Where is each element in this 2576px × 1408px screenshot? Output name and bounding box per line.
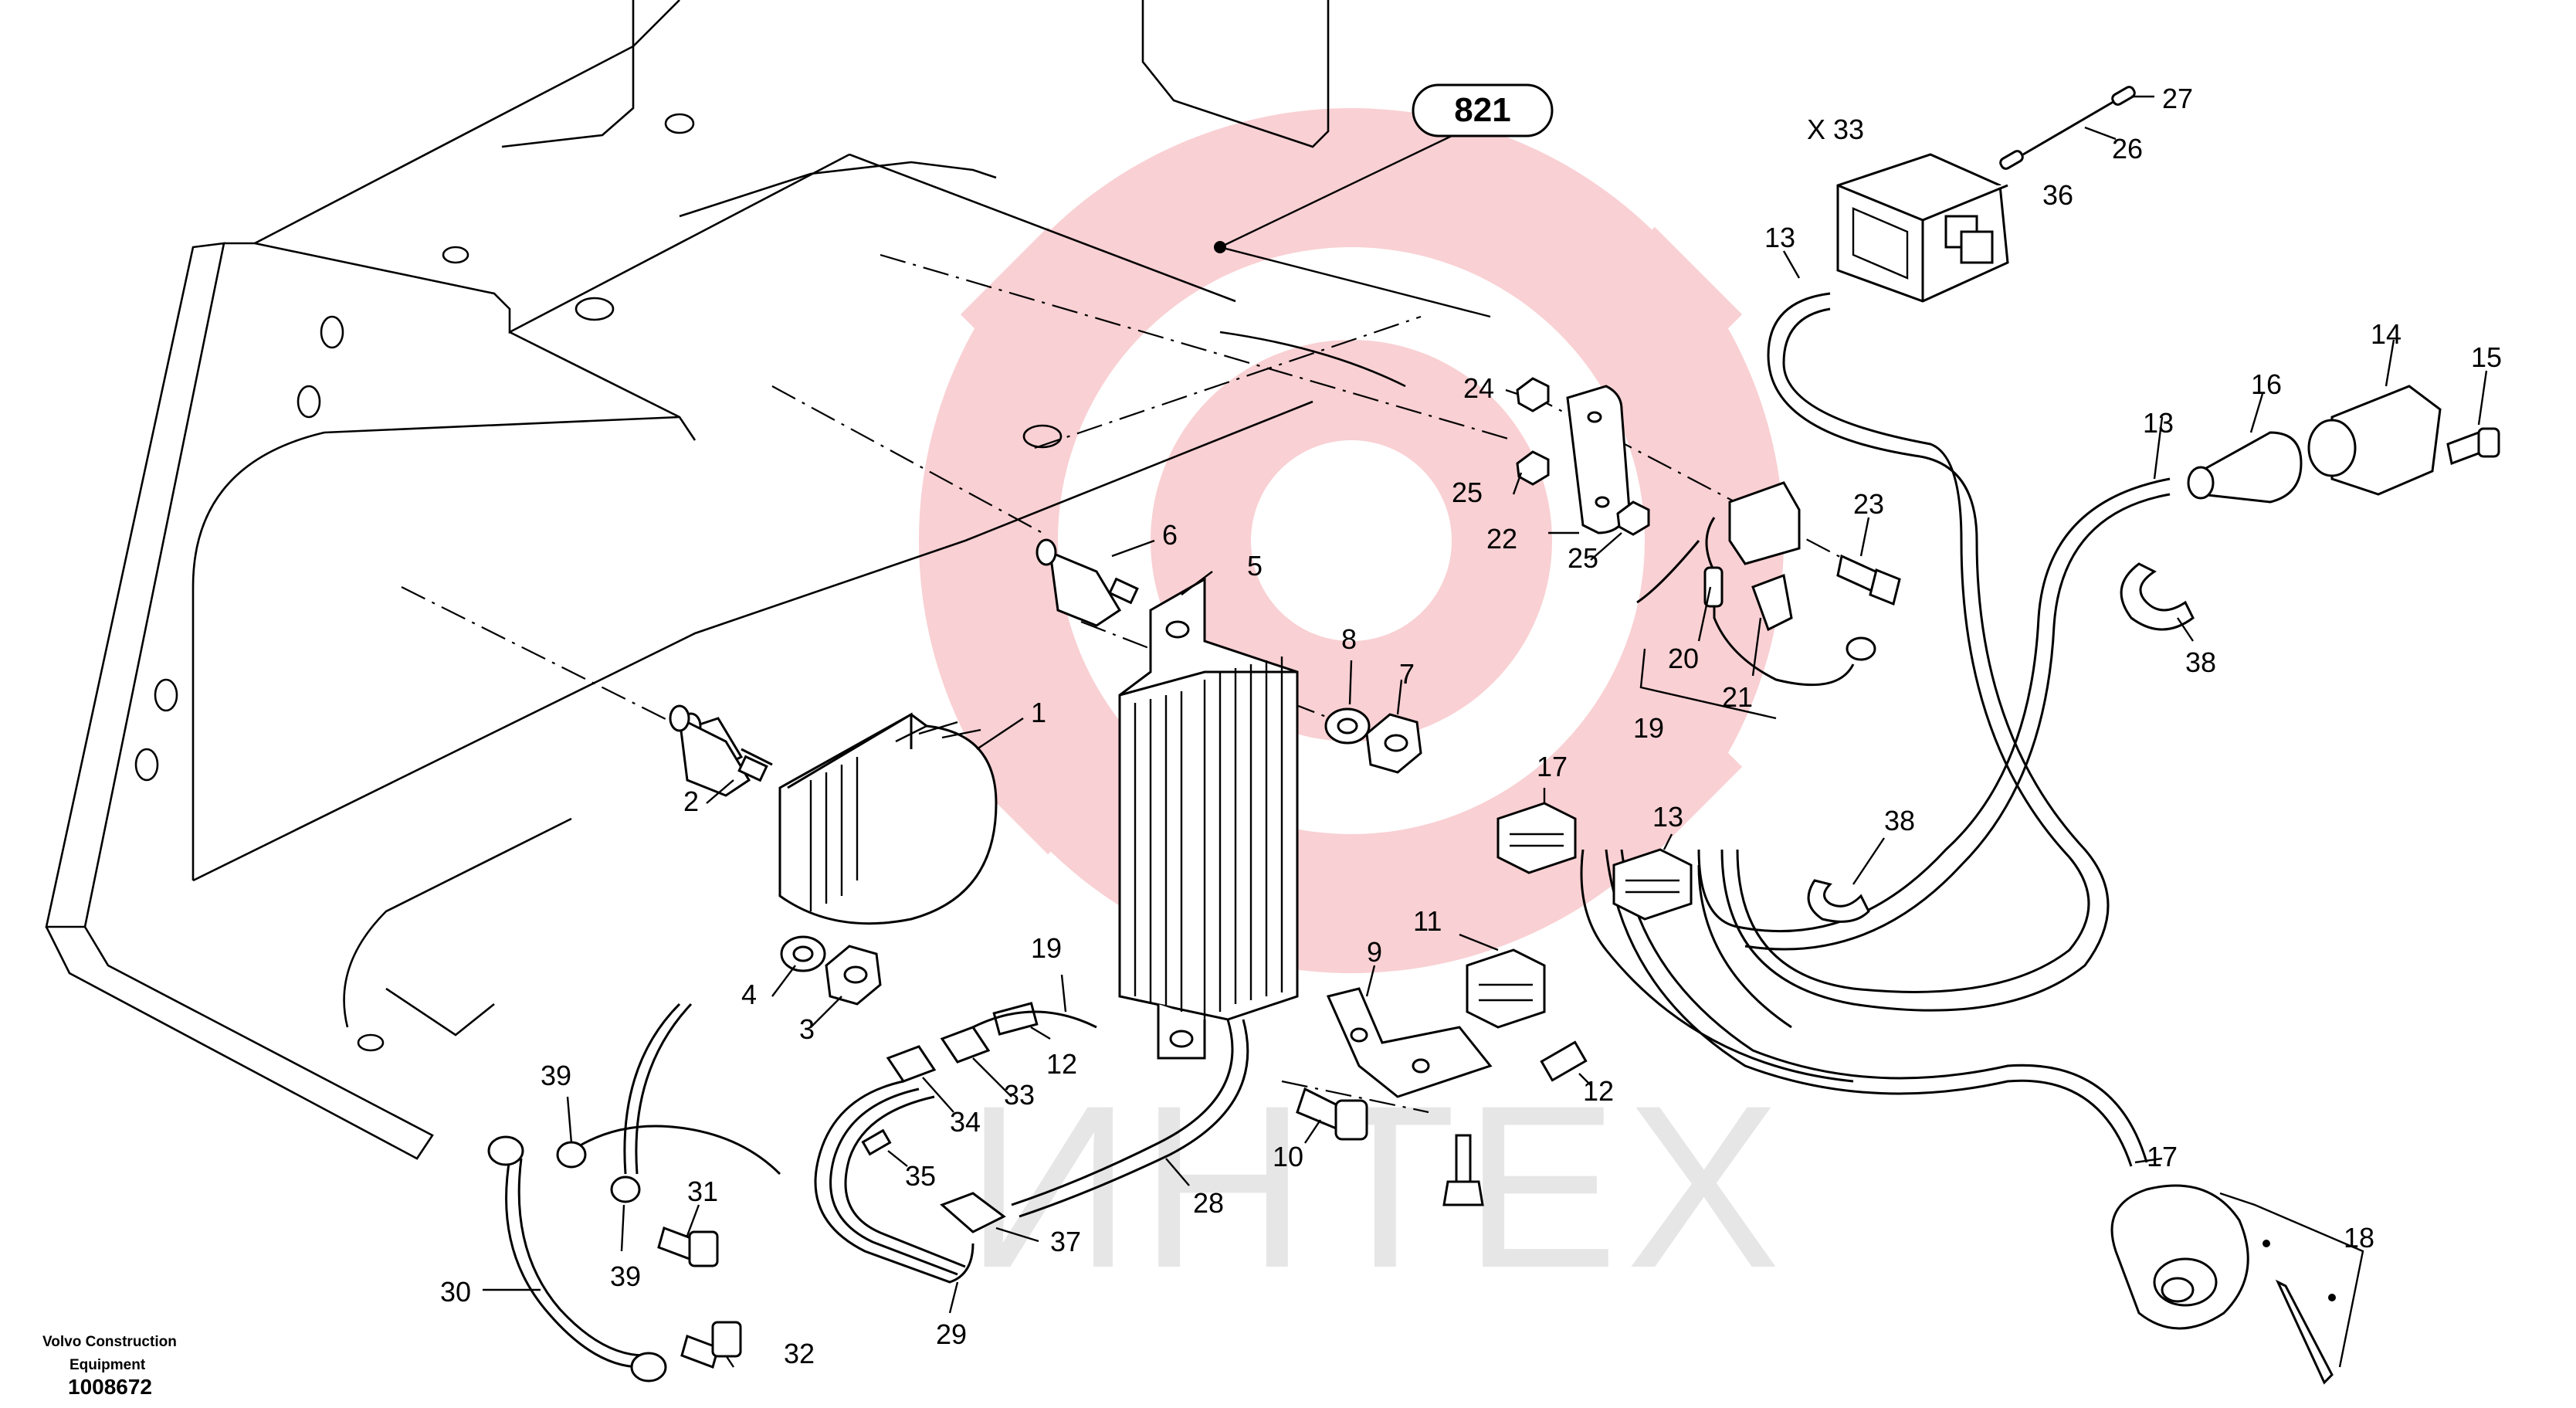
nut-3 [825,945,882,1006]
socket-14 [2307,385,2442,496]
resistor-block [1118,577,1299,1060]
callout-3: 3 [799,1013,815,1045]
reference-badge: 821 [1214,83,1554,318]
callout-6: 6 [1162,519,1178,551]
callout-13c: 13 [1652,801,1683,833]
connector-x33 [1836,153,2009,303]
screw-23 [1836,554,1901,606]
screw-31 [657,1226,719,1267]
plug-13 [1612,848,1693,921]
connector-12b [1540,1040,1588,1082]
screw-10 [1296,1087,1368,1141]
callout-10: 10 [1273,1141,1303,1172]
footer-block: Volvo Construction Equipment 1008672 [42,1334,177,1399]
plug-33 [940,1026,991,1064]
callout-27: 27 [2162,83,2193,114]
callout-23: 23 [1853,488,1884,520]
callout-9: 9 [1367,936,1382,968]
nut-7 [1365,713,1422,774]
callout-38b: 38 [1884,805,1915,836]
bracket-9 [1326,987,1493,1098]
callout-labels: 1 2 3 4 5 6 7 8 9 10 11 12 12 13 13 13 1… [440,83,2502,1369]
cable-harness [1580,292,2171,1167]
callout-13b: 13 [2143,407,2174,439]
harness-29 [814,1010,1097,1284]
leader-lines [483,95,2488,1368]
callout-31: 31 [687,1176,718,1207]
callout-36: 36 [2042,179,2073,211]
plug-34 [886,1045,937,1083]
screw-15 [2446,427,2500,466]
callout-25b: 25 [1568,542,1598,574]
clamp-38a [2120,562,2195,631]
callout-34: 34 [950,1106,981,1138]
ground-cable-39 [556,1003,781,1203]
callout-18: 18 [2344,1222,2374,1254]
watermark-text: ИНТЕХ [965,1057,1788,1316]
callout-1: 1 [1031,697,1046,728]
callout-37: 37 [1050,1226,1081,1257]
connector-x33-label: X 33 [1807,114,1864,145]
callout-8: 8 [1341,623,1357,655]
footer-drawing-number: 1008672 [68,1375,152,1399]
callout-21: 21 [1722,681,1753,713]
callout-4: 4 [741,979,757,1010]
callout-30: 30 [440,1276,471,1308]
footer-company-line2: Equipment [69,1357,146,1373]
relay-holder [1636,481,1876,687]
callout-19b: 19 [1633,712,1664,744]
screw-32 [680,1321,742,1369]
terminal-35 [861,1128,892,1156]
screw-bottom [1442,1134,1484,1206]
callout-39b: 39 [610,1260,641,1292]
callout-25a: 25 [1452,477,1483,508]
nut-25b [1616,500,1650,536]
footer-company-line1: Volvo Construction [42,1334,177,1350]
callout-39a: 39 [541,1060,571,1091]
washer-4 [780,935,826,972]
washer-8 [1324,707,1371,745]
rubber-boot-16 [2187,431,2303,504]
callout-17a: 17 [1537,751,1568,782]
callout-7: 7 [1399,658,1415,690]
callout-28: 28 [1193,1187,1224,1219]
callout-13a: 13 [1764,222,1795,253]
callout-33: 33 [1004,1079,1035,1111]
nut-24 [1516,377,1550,412]
connector-12a [992,1002,1039,1036]
callout-20: 20 [1668,643,1699,674]
callout-12a: 12 [1046,1048,1077,1080]
pin-wire [1999,86,2136,170]
clip-37 [940,1192,1006,1233]
callout-26: 26 [2112,133,2143,165]
reference-badge-label: 821 [1454,91,1510,129]
callout-32: 32 [784,1338,815,1369]
ground-cable-30 [487,1135,667,1383]
callout-12b: 12 [1583,1075,1614,1107]
callout-16: 16 [2251,368,2282,400]
callout-5: 5 [1247,550,1263,582]
connector-11 [1466,948,1546,1029]
callout-17b: 17 [2147,1141,2178,1172]
rubber-mount-2 [669,704,768,797]
machine-frame [45,0,1406,1160]
callout-14: 14 [2371,318,2401,350]
rubber-mount-6 [1035,538,1139,627]
callout-2: 2 [683,785,699,817]
callout-15: 15 [2471,341,2502,373]
clamp-38b [1807,879,1870,923]
callout-38a: 38 [2185,646,2216,678]
callout-22: 22 [1486,523,1517,555]
cable-28 [1011,1019,1249,1218]
callout-35: 35 [905,1160,936,1192]
callout-19a: 19 [1031,932,1062,964]
callout-29: 29 [936,1318,967,1350]
rear-plug-18 [2110,1184,2336,1385]
callout-24: 24 [1463,372,1494,404]
callout-11: 11 [1413,905,1442,937]
plug-17 [1496,802,1577,874]
